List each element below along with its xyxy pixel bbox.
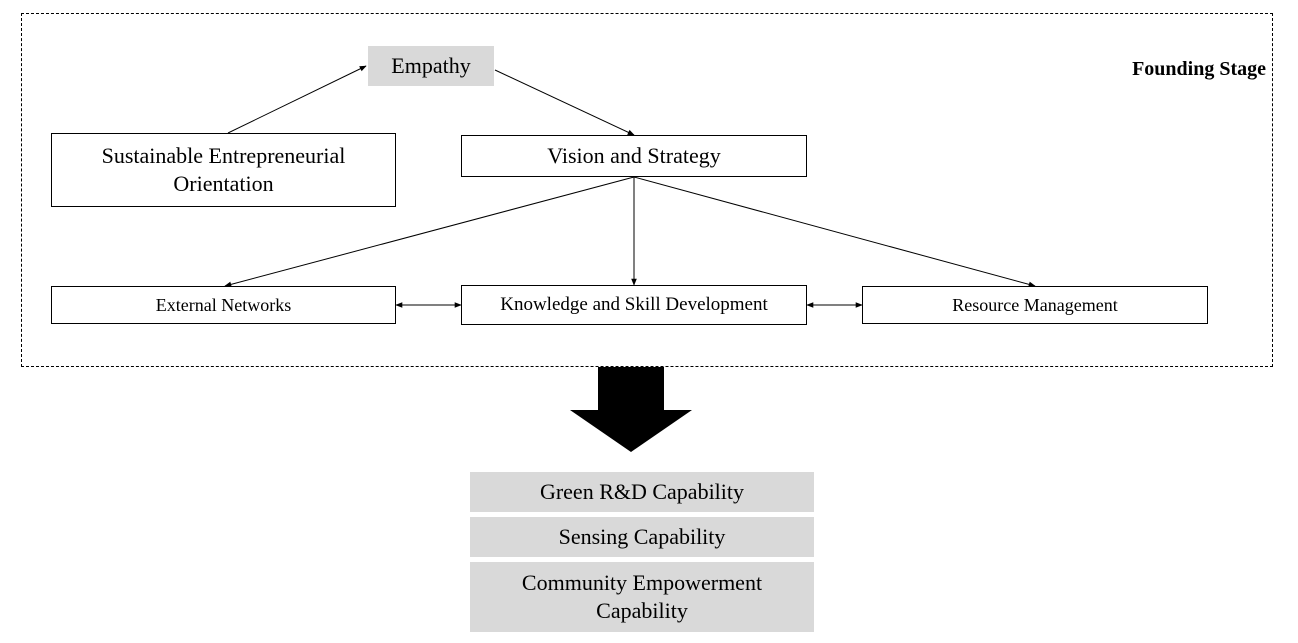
resource-management-node: Resource Management [862, 286, 1208, 324]
vision-node: Vision and Strategy [461, 135, 807, 177]
founding-stage-frame [21, 13, 1273, 367]
stage-label: Founding Stage [1132, 58, 1266, 80]
down-arrow-icon [570, 367, 692, 452]
capability-green-rd: Green R&D Capability [470, 472, 814, 512]
external-networks-node: External Networks [51, 286, 396, 324]
empathy-node: Empathy [368, 46, 494, 86]
capability-community-empowerment: Community Empowerment Capability [470, 562, 814, 632]
capability-sensing: Sensing Capability [470, 517, 814, 557]
knowledge-node: Knowledge and Skill Development [461, 285, 807, 325]
seo-node: Sustainable Entrepreneurial Orientation [51, 133, 396, 207]
